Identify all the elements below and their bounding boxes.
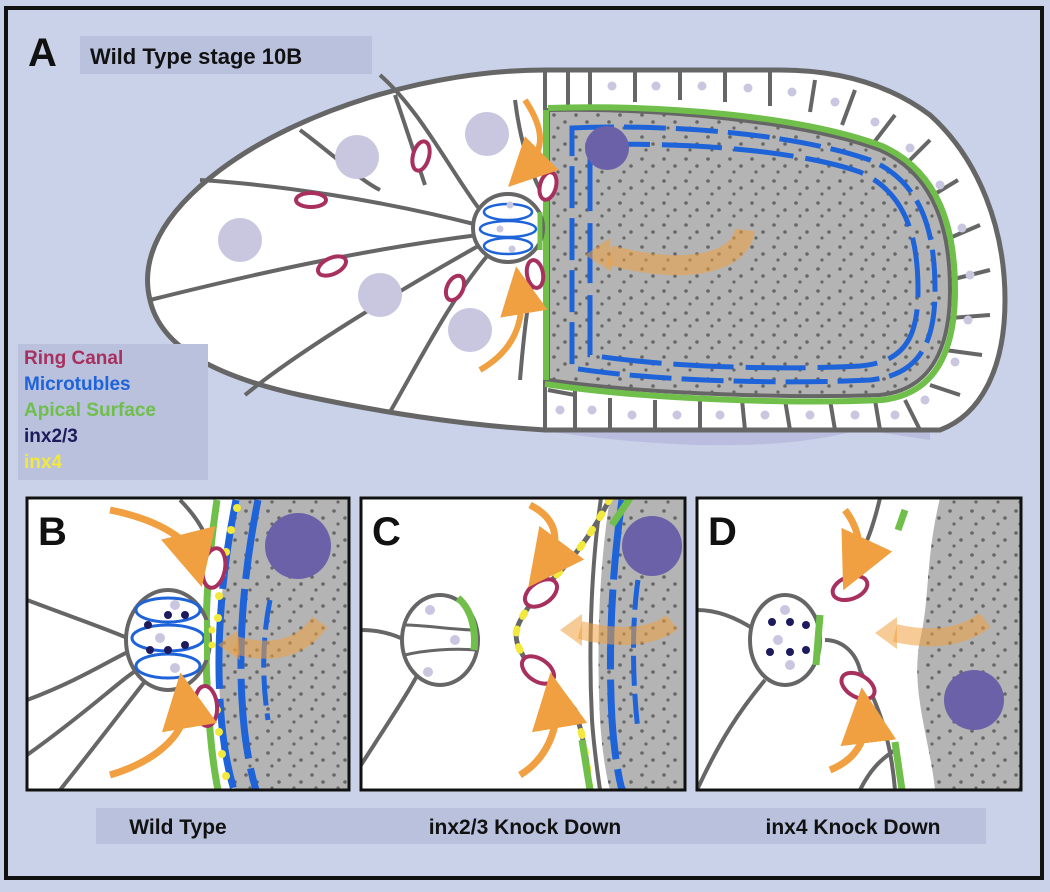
panel-b-microtubule-2: [215, 499, 240, 790]
panel-b-oocyte-nucleus: [265, 513, 331, 579]
oocyte-cytoplasm: [548, 109, 950, 397]
streaming-arrow: [607, 227, 755, 276]
panel-a-title: Wild Type stage 10B: [90, 44, 302, 69]
microtubules-inner: [587, 141, 921, 371]
flow-arrows: [478, 98, 559, 373]
panel-b-arrows: [108, 506, 218, 779]
legend-ring-canal: Ring Canal: [24, 348, 123, 369]
panel-c-microtubule: [606, 499, 626, 790]
legend: Ring Canal Microtubles Apical Surface in…: [24, 348, 156, 473]
legend-apical-surface: Apical Surface: [24, 400, 156, 421]
panel-d-oocyte-nucleus: [944, 670, 1004, 730]
panel-a-letter: A: [28, 31, 57, 75]
panel-b-border-cells: [124, 588, 216, 692]
panel-d-arrows: [828, 507, 897, 774]
follicle-nuclei: [555, 81, 975, 420]
panel-b-microtubule-1: [237, 499, 262, 790]
panel-d-border-cells: [748, 593, 824, 687]
panel-d: D: [695, 496, 1023, 792]
caption-b: Wild Type: [129, 816, 226, 839]
caption-c: inx2/3 Knock Down: [429, 816, 622, 839]
panel-b-frame: [25, 496, 351, 792]
panel-b-letter: B: [38, 510, 67, 554]
nurse-nuclei: [218, 112, 509, 352]
caption-bar: [96, 808, 986, 844]
oocyte-nucleus: [585, 126, 629, 170]
panel-c-border-cells: [400, 593, 480, 687]
panel-a-title-box: [80, 36, 372, 74]
panel-c-oocyte-nucleus: [622, 516, 682, 576]
streaming-arrow-head: [585, 238, 612, 272]
caption-d: inx4 Knock Down: [765, 816, 940, 839]
microtubules-outer: [569, 124, 938, 385]
border-cell-cluster: [471, 192, 545, 264]
panel-c: C: [359, 496, 687, 792]
panel-c-arrows: [518, 501, 588, 779]
panel-c-inx4: [512, 498, 614, 790]
apical-surface: [544, 104, 959, 405]
panel-c-letter: C: [372, 510, 401, 554]
legend-inx4: inx4: [24, 452, 62, 473]
panel-a: A Wild Type stage 10B: [18, 31, 1008, 480]
panel-b: B: [25, 496, 351, 792]
legend-microtubules: Microtubles: [24, 374, 131, 395]
legend-inx23: inx2/3: [24, 426, 78, 447]
legend-box: [18, 344, 208, 480]
panel-d-letter: D: [708, 510, 737, 554]
